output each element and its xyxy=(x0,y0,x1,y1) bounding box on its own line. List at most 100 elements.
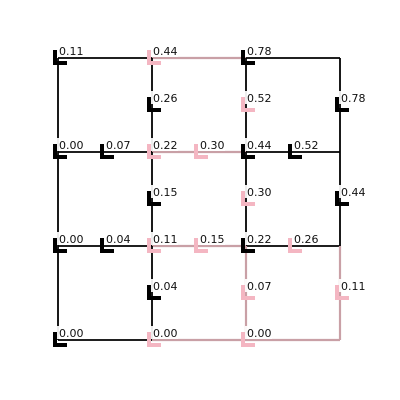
node-label: 0.00 xyxy=(247,327,272,340)
node-label: 0.26 xyxy=(294,233,319,246)
node-marker-vertical xyxy=(288,238,292,252)
node-label: 0.15 xyxy=(153,186,178,199)
node-marker-vertical xyxy=(147,238,151,252)
node-marker-horizontal xyxy=(194,249,208,253)
node-label: 0.44 xyxy=(341,186,366,199)
node-m11: 0.15 xyxy=(147,185,178,206)
node-marker-vertical xyxy=(241,97,245,111)
node-label: 0.44 xyxy=(247,139,272,152)
node-label-background xyxy=(198,232,225,245)
node-marker-vertical xyxy=(100,238,104,252)
node-marker-horizontal xyxy=(241,108,255,112)
node-label: 0.78 xyxy=(341,92,366,105)
node-marker-vertical xyxy=(288,144,292,158)
node-marker-horizontal xyxy=(100,155,114,159)
node-c20: 0.44 xyxy=(241,138,272,159)
node-label: 0.04 xyxy=(153,280,178,293)
node-marker-horizontal xyxy=(53,343,67,347)
node-label-background xyxy=(339,91,366,104)
node-m31: 0.44 xyxy=(335,185,366,206)
node-marker-vertical xyxy=(147,332,151,346)
node-label-background xyxy=(151,138,178,151)
node-c12: 0.00 xyxy=(147,326,178,347)
node-marker-horizontal xyxy=(147,108,161,112)
node-marker-horizontal xyxy=(147,202,161,206)
node-marker-vertical xyxy=(53,238,57,252)
node-h00: 0.07 xyxy=(100,138,131,159)
node-label: 0.52 xyxy=(247,92,272,105)
node-label: 0.11 xyxy=(341,280,366,293)
node-n01: 0.44 xyxy=(147,44,178,65)
node-marker-vertical xyxy=(335,191,339,205)
node-h20: 0.52 xyxy=(288,138,319,159)
node-marker-horizontal xyxy=(147,343,161,347)
node-marker-horizontal xyxy=(53,249,67,253)
node-marker-vertical xyxy=(194,238,198,252)
node-m22: 0.07 xyxy=(241,279,272,300)
node-label-background xyxy=(57,232,84,245)
node-label: 0.52 xyxy=(294,139,319,152)
node-label-background xyxy=(151,185,178,198)
node-label: 0.04 xyxy=(106,233,131,246)
node-marker-vertical xyxy=(147,285,151,299)
node-label-background xyxy=(151,326,178,339)
node-label: 0.00 xyxy=(153,327,178,340)
node-label: 0.78 xyxy=(247,45,272,58)
node-label: 0.07 xyxy=(106,139,131,152)
node-c10: 0.22 xyxy=(147,138,178,159)
node-h11: 0.15 xyxy=(194,232,225,253)
node-label-background xyxy=(57,44,84,57)
node-label: 0.26 xyxy=(153,92,178,105)
node-h01: 0.04 xyxy=(100,232,131,253)
node-label-background xyxy=(57,326,84,339)
node-c02: 0.00 xyxy=(53,326,84,347)
node-marker-horizontal xyxy=(241,155,255,159)
node-label-background xyxy=(339,279,366,292)
node-c00: 0.00 xyxy=(53,138,84,159)
node-label: 0.44 xyxy=(153,45,178,58)
node-label-background xyxy=(339,185,366,198)
node-marker-vertical xyxy=(335,285,339,299)
node-marker-vertical xyxy=(53,144,57,158)
node-marker-vertical xyxy=(335,97,339,111)
node-m20: 0.52 xyxy=(241,91,272,112)
node-label-background xyxy=(151,91,178,104)
node-marker-vertical xyxy=(241,332,245,346)
node-label-background xyxy=(245,185,272,198)
node-c01: 0.00 xyxy=(53,232,84,253)
node-n02: 0.78 xyxy=(241,44,272,65)
node-label: 0.00 xyxy=(59,139,84,152)
node-c11: 0.11 xyxy=(147,232,178,253)
node-label: 0.15 xyxy=(200,233,225,246)
node-label-background xyxy=(104,138,131,151)
node-marker-horizontal xyxy=(335,202,349,206)
node-label-background xyxy=(292,232,319,245)
edges xyxy=(57,56,342,342)
node-marker-vertical xyxy=(241,238,245,252)
node-label-background xyxy=(245,279,272,292)
node-label-background xyxy=(245,91,272,104)
node-label-background xyxy=(245,138,272,151)
node-marker-horizontal xyxy=(100,249,114,253)
node-label-background xyxy=(151,232,178,245)
node-m30: 0.78 xyxy=(335,91,366,112)
node-marker-horizontal xyxy=(53,155,67,159)
node-marker-horizontal xyxy=(335,108,349,112)
node-marker-horizontal xyxy=(335,296,349,300)
node-label-background xyxy=(245,326,272,339)
node-label-background xyxy=(245,232,272,245)
node-c22: 0.00 xyxy=(241,326,272,347)
node-label-background xyxy=(151,44,178,57)
node-label-background xyxy=(151,279,178,292)
node-marker-horizontal xyxy=(241,249,255,253)
node-marker-horizontal xyxy=(147,61,161,65)
node-label-background xyxy=(292,138,319,151)
node-marker-horizontal xyxy=(147,296,161,300)
node-label: 0.00 xyxy=(59,233,84,246)
node-marker-vertical xyxy=(241,285,245,299)
node-label: 0.11 xyxy=(153,233,178,246)
node-label-background xyxy=(104,232,131,245)
